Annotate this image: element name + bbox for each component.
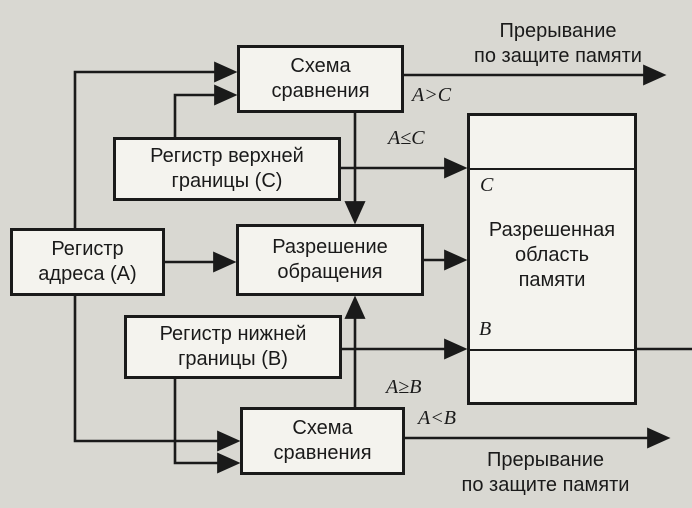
upper-boundary-register-label-line2: границы (C) — [171, 170, 283, 192]
allowed-memory-area-label-line1: Разрешенная — [488, 219, 616, 241]
upper-boundary-register-box: Регистр верхней границы (C) — [113, 137, 341, 201]
arrow-address-to-bottom-compare — [73, 296, 241, 452]
interrupt-label-top: Прерывание по защите памяти — [438, 19, 678, 69]
memory-lower-bound-label: B — [479, 318, 492, 340]
access-permission-label-line2: обращения — [277, 261, 383, 283]
comparison-circuit-top-label-line1: Схема — [290, 55, 351, 77]
arrow-address-to-top-compare — [73, 61, 238, 228]
interrupt-label-bottom-line2: по защите памяти — [461, 474, 630, 496]
upper-boundary-register-label-line1: Регистр верхней — [150, 145, 304, 167]
arrow-upper-register-to-top-compare — [173, 84, 238, 137]
allowed-memory-area-label-line2: область — [514, 244, 590, 266]
address-register-box: Регистр адреса (A) — [10, 228, 165, 296]
access-permission-box: Разрешение обращения — [236, 224, 424, 296]
memory-upper-bound-label: C — [480, 174, 494, 196]
access-permission-label-line1: Разрешение — [272, 236, 388, 258]
interrupt-label-bottom: Прерывание по защите памяти — [428, 448, 663, 498]
memory-upper-bound-divider — [470, 168, 634, 170]
comparison-circuit-bottom-label-line1: Схема — [292, 417, 353, 439]
interrupt-label-top-line1: Прерывание — [499, 20, 617, 42]
address-register-label-line1: Регистр — [51, 238, 124, 260]
condition-a-less-equal-c: A≤C — [388, 127, 425, 149]
interrupt-label-bottom-line1: Прерывание — [487, 449, 604, 471]
comparison-circuit-top-box: Схема сравнения — [237, 45, 404, 113]
condition-a-less-b: A<B — [418, 407, 456, 429]
comparison-circuit-bottom-label-line2: сравнения — [273, 442, 372, 464]
lower-boundary-register-box: Регистр нижней границы (B) — [124, 315, 342, 379]
allowed-memory-area-label: Разрешенная область памяти — [470, 218, 634, 293]
lower-boundary-register-label-line1: Регистр нижней — [159, 323, 307, 345]
arrow-lower-register-to-bottom-compare — [173, 379, 241, 474]
allowed-memory-area-label-line3: памяти — [518, 269, 586, 291]
memory-lower-bound-divider — [470, 349, 634, 351]
condition-a-greater-c: A>C — [412, 84, 452, 106]
comparison-circuit-bottom-box: Схема сравнения — [240, 407, 405, 475]
interrupt-label-top-line2: по защите памяти — [474, 45, 642, 67]
allowed-memory-area-box: C B Разрешенная область памяти — [467, 113, 637, 405]
comparison-circuit-top-label-line2: сравнения — [271, 80, 370, 102]
address-register-label-line2: адреса (A) — [38, 263, 137, 285]
lower-boundary-register-label-line2: границы (B) — [178, 348, 288, 370]
condition-a-greater-equal-b: A≥B — [386, 376, 422, 398]
